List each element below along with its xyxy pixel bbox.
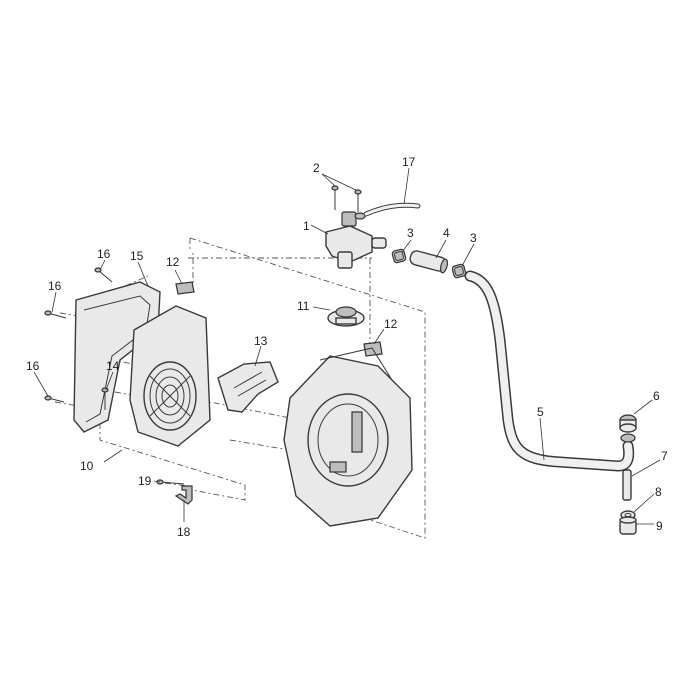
fuel-filter bbox=[409, 250, 449, 274]
callout-labels: 1 2 17 3 4 3 5 6 7 8 9 10 11 12 12 13 14… bbox=[26, 155, 668, 539]
rear-shroud bbox=[129, 305, 211, 447]
callout-10: 10 bbox=[80, 459, 94, 473]
hose-clamp-right bbox=[451, 263, 467, 279]
callout-19: 19 bbox=[138, 474, 152, 488]
callout-13: 13 bbox=[254, 334, 268, 348]
fitting-body bbox=[620, 433, 636, 443]
callout-9: 9 bbox=[656, 519, 663, 533]
tap-screws bbox=[331, 185, 362, 212]
callout-2: 2 bbox=[313, 161, 320, 175]
fitting-pin bbox=[622, 469, 632, 501]
callout-3-left: 3 bbox=[407, 226, 414, 240]
fuel-tap bbox=[325, 211, 387, 269]
callout-12-lower: 12 bbox=[384, 317, 398, 331]
callout-14: 14 bbox=[106, 359, 120, 373]
callout-17: 17 bbox=[402, 155, 416, 169]
callout-4: 4 bbox=[443, 226, 450, 240]
screw-16-low bbox=[44, 395, 65, 403]
heat-shield bbox=[217, 361, 279, 413]
callout-18: 18 bbox=[177, 525, 191, 539]
screw-16-top bbox=[94, 267, 113, 283]
clip-upper bbox=[175, 281, 195, 295]
callout-15: 15 bbox=[130, 249, 144, 263]
callout-12-upper: 12 bbox=[166, 255, 180, 269]
callout-11: 11 bbox=[297, 299, 310, 313]
hose-clamp-left bbox=[391, 248, 407, 264]
bracket-18 bbox=[174, 485, 193, 505]
callout-6: 6 bbox=[653, 389, 660, 403]
callout-3-right: 3 bbox=[470, 231, 477, 245]
callout-7: 7 bbox=[661, 449, 668, 463]
callout-16-mid: 16 bbox=[48, 279, 62, 293]
callout-16-top: 16 bbox=[97, 247, 111, 261]
callout-8: 8 bbox=[655, 485, 662, 499]
leader-lines bbox=[33, 167, 661, 525]
callout-1: 1 bbox=[303, 219, 310, 233]
grommet bbox=[327, 306, 365, 327]
screw-16-mid bbox=[44, 310, 67, 319]
callout-5: 5 bbox=[537, 405, 544, 419]
fitting-nut bbox=[619, 414, 637, 433]
main-shroud bbox=[283, 347, 413, 527]
fitting-cap bbox=[619, 516, 637, 535]
callout-16-low: 16 bbox=[26, 359, 40, 373]
